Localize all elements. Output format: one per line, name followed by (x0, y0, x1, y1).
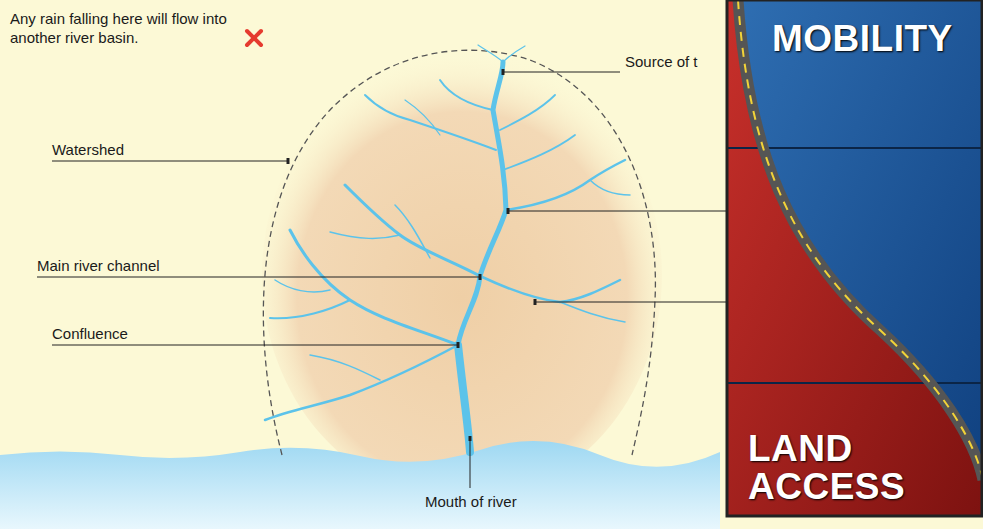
part-label: Confluence (52, 324, 128, 343)
river-network (265, 45, 630, 452)
basin-area (262, 50, 662, 500)
sea (0, 441, 720, 529)
leader-dots (288, 69, 535, 441)
note-text: Any rain falling here will flow into ano… (10, 9, 238, 47)
panel-heading: LAND ACCESS (748, 430, 918, 506)
part-label: Source of t (625, 52, 698, 71)
panel-heading: MOBILITY (772, 20, 953, 58)
watershed-boundary (263, 50, 655, 455)
part-label: Watershed (52, 140, 124, 159)
mobility-panel (727, 0, 983, 516)
part-label: Mouth of river (425, 492, 517, 511)
red-cross (247, 31, 261, 45)
leader-lines (37, 72, 727, 488)
part-label: Main river channel (37, 256, 160, 275)
